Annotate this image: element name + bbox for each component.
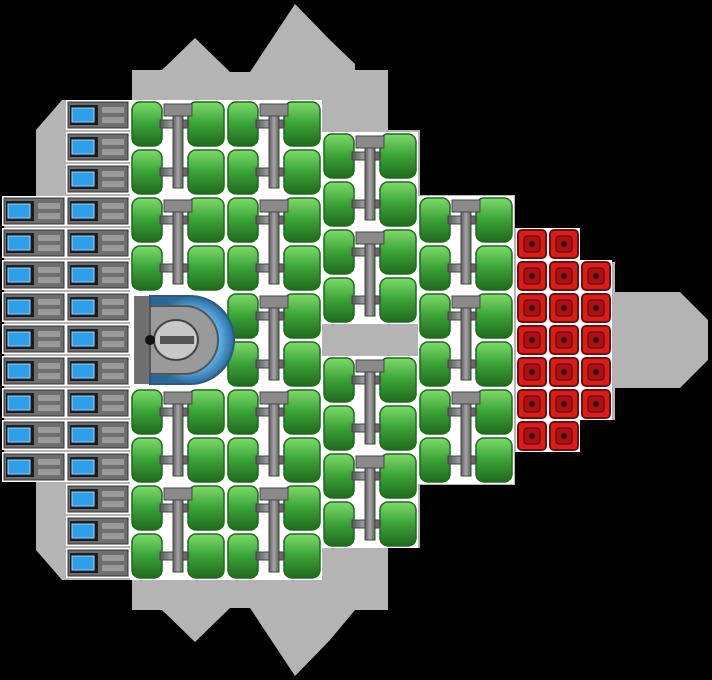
battery-module[interactable] (2, 388, 66, 418)
fuel-tank-module[interactable] (418, 388, 514, 484)
battery-module[interactable] (2, 324, 66, 354)
battery-module[interactable] (66, 548, 130, 578)
fuel-tank-module[interactable] (226, 100, 322, 196)
armor-block[interactable] (548, 260, 580, 292)
fuel-tank-module[interactable] (130, 100, 226, 196)
core-port (145, 335, 155, 345)
core-barrel (160, 336, 194, 344)
armor-block[interactable] (548, 292, 580, 324)
armor-block[interactable] (580, 292, 612, 324)
armor-block[interactable] (516, 324, 548, 356)
battery-module[interactable] (66, 260, 130, 290)
armor-block[interactable] (516, 356, 548, 388)
battery-module[interactable] (66, 196, 130, 226)
armor-block[interactable] (580, 356, 612, 388)
fuel-tank-module[interactable] (322, 356, 418, 452)
fuel-tank-module[interactable] (418, 196, 514, 292)
battery-module[interactable] (66, 228, 130, 258)
armor-block[interactable] (580, 260, 612, 292)
armor-block[interactable] (548, 420, 580, 452)
core-module[interactable] (130, 292, 235, 388)
fuel-tank-array (130, 100, 514, 580)
battery-module[interactable] (2, 196, 66, 226)
armor-block[interactable] (548, 356, 580, 388)
fuel-tank-module[interactable] (322, 452, 418, 548)
fuel-tank-module[interactable] (226, 484, 322, 580)
fuel-tank-module[interactable] (130, 388, 226, 484)
fuel-tank-module[interactable] (226, 388, 322, 484)
battery-module[interactable] (66, 420, 130, 450)
battery-module[interactable] (66, 516, 130, 546)
fuel-tank-module[interactable] (322, 228, 418, 324)
armor-block[interactable] (548, 228, 580, 260)
armor-block[interactable] (580, 324, 612, 356)
armor-block[interactable] (516, 292, 548, 324)
fuel-tank-module[interactable] (130, 196, 226, 292)
battery-column-outer (2, 196, 66, 482)
battery-module[interactable] (2, 356, 66, 386)
battery-module[interactable] (66, 292, 130, 322)
armor-block[interactable] (516, 260, 548, 292)
battery-module[interactable] (66, 132, 130, 162)
fuel-tank-module[interactable] (226, 292, 322, 388)
battery-module[interactable] (66, 356, 130, 386)
armor-block[interactable] (548, 388, 580, 420)
fuel-tank-module[interactable] (322, 132, 418, 228)
battery-module[interactable] (2, 260, 66, 290)
battery-module[interactable] (66, 324, 130, 354)
battery-module[interactable] (2, 452, 66, 482)
battery-module[interactable] (2, 420, 66, 450)
armor-block[interactable] (516, 420, 548, 452)
armor-block[interactable] (516, 228, 548, 260)
battery-module[interactable] (66, 452, 130, 482)
battery-column-inner (66, 100, 130, 578)
battery-module[interactable] (66, 388, 130, 418)
armor-block[interactable] (580, 388, 612, 420)
battery-module[interactable] (2, 292, 66, 322)
battery-module[interactable] (66, 164, 130, 194)
battery-module[interactable] (66, 100, 130, 130)
fuel-tank-module[interactable] (226, 196, 322, 292)
fuel-tank-module[interactable] (418, 292, 514, 388)
battery-module[interactable] (2, 228, 66, 258)
armor-block[interactable] (516, 388, 548, 420)
battery-module[interactable] (66, 484, 130, 514)
armor-block-array (516, 228, 612, 452)
armor-block[interactable] (548, 324, 580, 356)
fuel-tank-module[interactable] (130, 484, 226, 580)
